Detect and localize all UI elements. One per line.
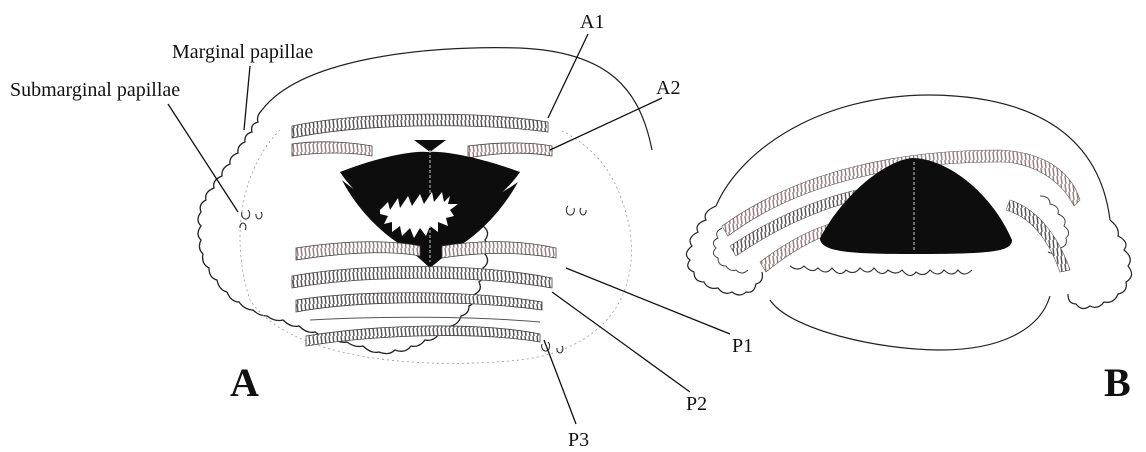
panel-letter-b: B xyxy=(1104,360,1131,405)
label-a2: A2 xyxy=(656,77,680,99)
lower-lip-b xyxy=(770,296,1050,350)
label-submarginal-papillae: Submarginal papillae xyxy=(10,79,180,101)
lateral-lip-right-b xyxy=(1068,220,1132,309)
label-p1: P1 xyxy=(732,335,753,357)
lower-papillae-b xyxy=(790,266,972,276)
label-a1: A1 xyxy=(580,11,604,33)
leader-a1 xyxy=(548,34,588,118)
submarginal-papillae-left xyxy=(240,210,262,230)
upper-lip-outline xyxy=(262,48,652,150)
tooth-row-p2-lower xyxy=(296,293,542,312)
tooth-row-p1-right xyxy=(442,242,556,258)
tooth-row-p1 xyxy=(296,242,420,260)
panel-b-oral-disc xyxy=(686,95,1131,350)
leader-marginal xyxy=(244,66,250,130)
label-marginal-papillae: Marginal papillae xyxy=(172,41,313,63)
tooth-row-a2-left xyxy=(292,142,372,156)
leader-p1 xyxy=(566,268,730,334)
tooth-row-p2 xyxy=(292,267,552,289)
label-p3: P3 xyxy=(568,429,589,451)
leader-submarginal xyxy=(168,104,238,212)
leader-p2 xyxy=(552,292,690,392)
tooth-row-a2-right xyxy=(468,143,552,158)
lower-lip-fold xyxy=(310,317,540,322)
tooth-row-right-b xyxy=(1006,200,1070,272)
label-p2: P2 xyxy=(686,393,707,415)
panel-letter-a: A xyxy=(230,360,259,405)
tooth-row-a1 xyxy=(292,114,548,138)
